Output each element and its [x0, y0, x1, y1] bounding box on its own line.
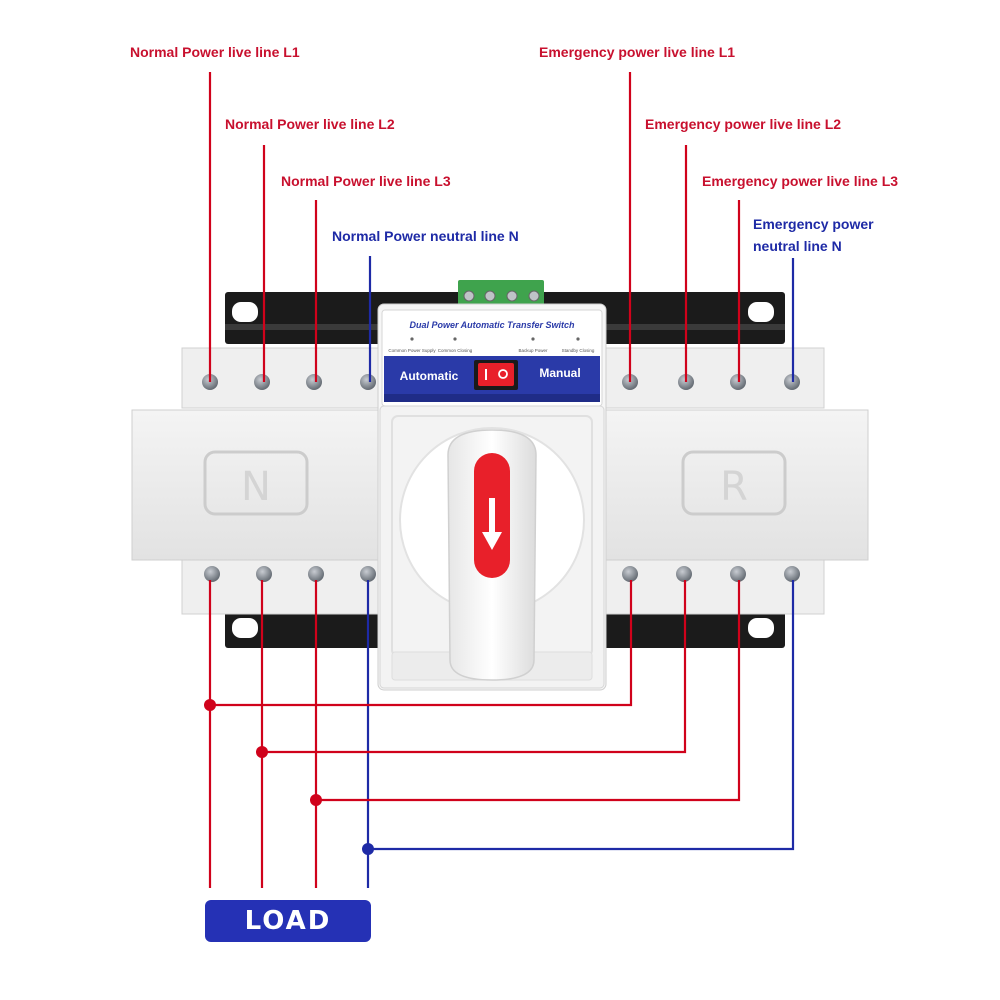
mode-manual-label: Manual	[539, 366, 580, 380]
junction-dots	[204, 699, 374, 855]
mode-rocker-switch[interactable]	[474, 360, 518, 390]
wire-bridge-l2	[262, 580, 687, 754]
wire-bridge-l3	[316, 580, 741, 802]
left-letter: N	[241, 464, 271, 510]
load-box: LOAD	[205, 900, 371, 942]
mode-automatic-label: Automatic	[400, 369, 459, 383]
n-badge	[203, 450, 309, 516]
screws-bottom	[204, 566, 800, 582]
label-normal-l3: Normal Power live line L3	[281, 173, 451, 189]
rotary-handle[interactable]	[447, 429, 537, 681]
right-body	[605, 409, 869, 561]
r-badge	[681, 450, 787, 516]
indicator-label-3: Backup Power	[518, 348, 548, 353]
label-emergency-l2: Emergency power live line L2	[645, 116, 842, 132]
indicator-label-4: Standby Closing	[562, 348, 595, 353]
wire-bridge-n	[368, 580, 795, 851]
label-emergency-n-line1: Emergency power	[753, 216, 874, 232]
panel-title: Dual Power Automatic Transfer Switch	[409, 320, 575, 330]
right-letter: R	[720, 464, 748, 510]
label-normal-l2: Normal Power live line L2	[225, 116, 395, 132]
indicator-label-2: Common Closing	[438, 348, 473, 353]
load-label: LOAD	[244, 906, 332, 936]
label-emergency-n-line2: neutral line N	[753, 238, 842, 254]
label-emergency-l1: Emergency power live line L1	[539, 44, 736, 60]
left-body	[131, 409, 383, 561]
wire-bridge-l1	[210, 580, 633, 707]
label-normal-n: Normal Power neutral line N	[332, 228, 519, 244]
label-normal-l1: Normal Power live line L1	[130, 44, 300, 60]
terminal-strip-bottom	[181, 553, 825, 615]
indicator-label-1: Common Power Supply	[388, 348, 436, 353]
label-emergency-l3: Emergency power live line L3	[702, 173, 899, 189]
output-wires	[208, 580, 795, 888]
terminal-block	[458, 280, 544, 306]
input-wires	[208, 72, 795, 382]
